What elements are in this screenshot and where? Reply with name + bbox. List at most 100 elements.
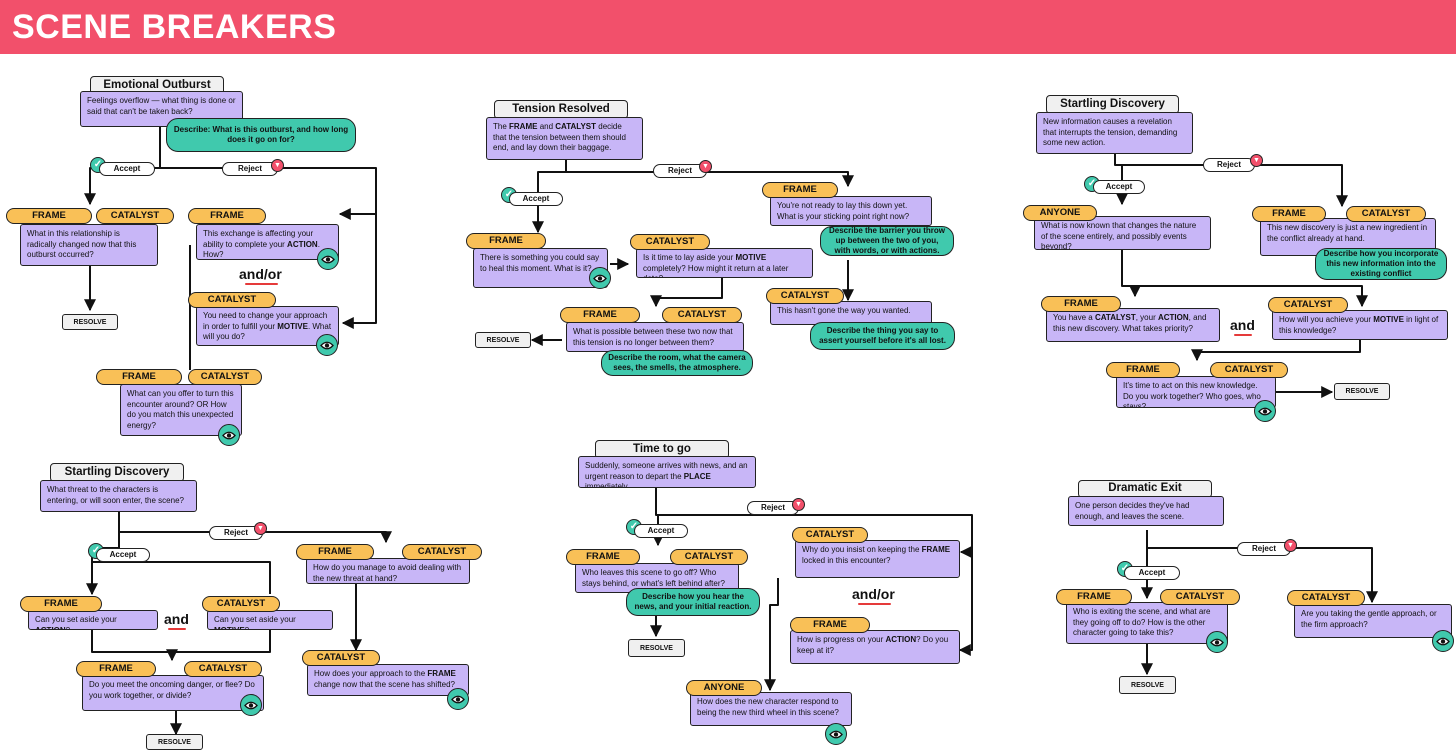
eye-icon <box>1254 400 1276 422</box>
s4-card-b: Can you set aside your MOTIVE? <box>207 610 333 630</box>
s6-card-a: Who is exiting the scene, and what are t… <box>1066 602 1228 644</box>
s6-a-frame-pill: FRAME <box>1056 589 1132 605</box>
s6-description: One person decides they've had enough, a… <box>1068 496 1224 526</box>
s2-b-catalyst-pill: CATALYST <box>630 234 710 250</box>
s3-a-anyone-pill: ANYONE <box>1023 205 1097 221</box>
s5-and-or: and/or <box>852 586 895 605</box>
s4-d-catalyst-pill: CATALYST <box>402 544 482 560</box>
s4-card-c: Do you meet the oncoming danger, or flee… <box>82 675 264 711</box>
thumbs-down-icon: ▼ <box>254 522 267 535</box>
eye-icon <box>825 723 847 745</box>
s1-accept-label: Accept <box>99 162 155 176</box>
s1-card-b: This exchange is affecting your ability … <box>196 224 339 260</box>
s1-and-or: and/or <box>239 266 282 285</box>
thumbs-down-icon: ▼ <box>1250 154 1263 167</box>
s2-d-frame-pill: FRAME <box>762 182 838 198</box>
s1-d-frame-pill: FRAME <box>96 369 182 385</box>
s2-prompt-assert: Describe the thing you say to assert you… <box>810 322 955 350</box>
s1-a-catalyst-pill: CATALYST <box>96 208 174 224</box>
s4-and: and <box>164 611 189 630</box>
s3-reject-label: Reject <box>1203 158 1255 172</box>
thumbs-down-icon: ▼ <box>792 498 805 511</box>
s3-card-a: What is now known that changes the natur… <box>1034 216 1211 250</box>
s2-card-a: There is something you could say to heal… <box>473 248 608 288</box>
s4-c-catalyst-pill: CATALYST <box>184 661 262 677</box>
s5-d-anyone-pill: ANYONE <box>686 680 762 696</box>
eye-icon <box>447 688 469 710</box>
s3-and: and <box>1230 317 1255 336</box>
s5-description: Suddenly, someone arrives with news, and… <box>578 456 756 488</box>
eye-icon <box>1432 630 1454 652</box>
s4-card-d: How do you manage to avoid dealing with … <box>306 558 470 584</box>
s6-card-b: Are you taking the gentle approach, or t… <box>1294 604 1452 638</box>
s1-d-catalyst-pill: CATALYST <box>188 369 262 385</box>
s3-resolve: RESOLVE <box>1334 383 1390 400</box>
s5-card-d: How does the new character respond to be… <box>690 692 852 726</box>
s3-b-catalyst-pill: CATALYST <box>1346 206 1426 222</box>
s3-description: New information causes a revelation that… <box>1036 112 1193 154</box>
s5-card-b: Why do you insist on keeping the FRAME l… <box>795 540 960 578</box>
eye-icon <box>1206 631 1228 653</box>
s1-resolve: RESOLVE <box>62 314 118 330</box>
thumbs-down-icon: ▼ <box>271 159 284 172</box>
s6-resolve: RESOLVE <box>1119 676 1176 694</box>
s4-c-frame-pill: FRAME <box>76 661 156 677</box>
eye-icon <box>316 334 338 356</box>
s2-prompt-barrier: Describe the barrier you throw up betwee… <box>820 226 954 256</box>
s6-a-catalyst-pill: CATALYST <box>1160 589 1240 605</box>
s3-b-frame-pill: FRAME <box>1252 206 1326 222</box>
s2-e-catalyst-pill: CATALYST <box>766 288 844 304</box>
s4-b-catalyst-pill: CATALYST <box>202 596 280 612</box>
thumbs-down-icon: ▼ <box>1284 539 1297 552</box>
s3-card-e: It's time to act on this new knowledge. … <box>1116 376 1276 408</box>
s5-a-catalyst-pill: CATALYST <box>670 549 748 565</box>
s5-resolve: RESOLVE <box>628 639 685 657</box>
eye-icon <box>317 248 339 270</box>
s5-prompt: Describe how you hear the news, and your… <box>626 588 760 616</box>
s5-a-frame-pill: FRAME <box>566 549 640 565</box>
eye-icon <box>589 267 611 289</box>
s1-card-a: What in this relationship is radically c… <box>20 224 158 266</box>
s4-a-frame-pill: FRAME <box>20 596 102 612</box>
s2-prompt-atmosphere: Describe the room, what the camera sees,… <box>601 350 753 376</box>
s4-reject-label: Reject <box>209 526 263 540</box>
s3-d-catalyst-pill: CATALYST <box>1268 297 1348 313</box>
s1-b-frame-pill: FRAME <box>188 208 266 224</box>
s4-d-frame-pill: FRAME <box>296 544 374 560</box>
s5-c-frame-pill: FRAME <box>790 617 870 633</box>
s3-c-frame-pill: FRAME <box>1041 296 1121 312</box>
page-title: SCENE BREAKERS <box>12 8 337 46</box>
s1-reject-label: Reject <box>222 162 278 176</box>
s2-card-c: What is possible between these two now t… <box>566 322 744 352</box>
s6-accept-label: Accept <box>1124 566 1180 580</box>
s4-card-a: Can you set aside your ACTION? <box>28 610 158 630</box>
s3-prompt: Describe how you incorporate this new in… <box>1315 248 1447 280</box>
s4-description: What threat to the characters is enterin… <box>40 480 197 512</box>
s6-b-catalyst-pill: CATALYST <box>1287 590 1365 606</box>
thumbs-down-icon: ▼ <box>699 160 712 173</box>
s1-card-c: You need to change your approach in orde… <box>196 306 339 346</box>
eye-icon <box>218 424 240 446</box>
s5-accept-label: Accept <box>634 524 688 538</box>
s3-e-frame-pill: FRAME <box>1106 362 1180 378</box>
s2-card-b: Is it time to lay aside your MOTIVE comp… <box>636 248 813 278</box>
s2-description: The FRAME and CATALYST decide that the t… <box>486 117 643 160</box>
s6-reject-label: Reject <box>1237 542 1291 556</box>
s5-b-catalyst-pill: CATALYST <box>792 527 868 543</box>
s2-c-catalyst-pill: CATALYST <box>662 307 742 323</box>
eye-icon <box>240 694 262 716</box>
s2-a-frame-pill: FRAME <box>466 233 546 249</box>
s2-accept-label: Accept <box>509 192 563 206</box>
s3-card-c: You have a CATALYST, your ACTION, and th… <box>1046 308 1220 342</box>
s3-accept-label: Accept <box>1093 180 1145 194</box>
s4-card-e: How does your approach to the FRAME chan… <box>307 664 469 696</box>
s4-accept-label: Accept <box>96 548 150 562</box>
s3-e-catalyst-pill: CATALYST <box>1210 362 1288 378</box>
s2-card-d: You're not ready to lay this down yet. W… <box>770 196 932 226</box>
s1-a-frame-pill: FRAME <box>6 208 92 224</box>
header-banner: SCENE BREAKERS <box>0 0 1456 54</box>
s3-card-d: How will you achieve your MOTIVE in ligh… <box>1272 310 1448 340</box>
s4-e-catalyst-pill: CATALYST <box>302 650 380 666</box>
s4-resolve: RESOLVE <box>146 734 203 750</box>
s5-card-c: How is progress on your ACTION? Do you k… <box>790 630 960 664</box>
